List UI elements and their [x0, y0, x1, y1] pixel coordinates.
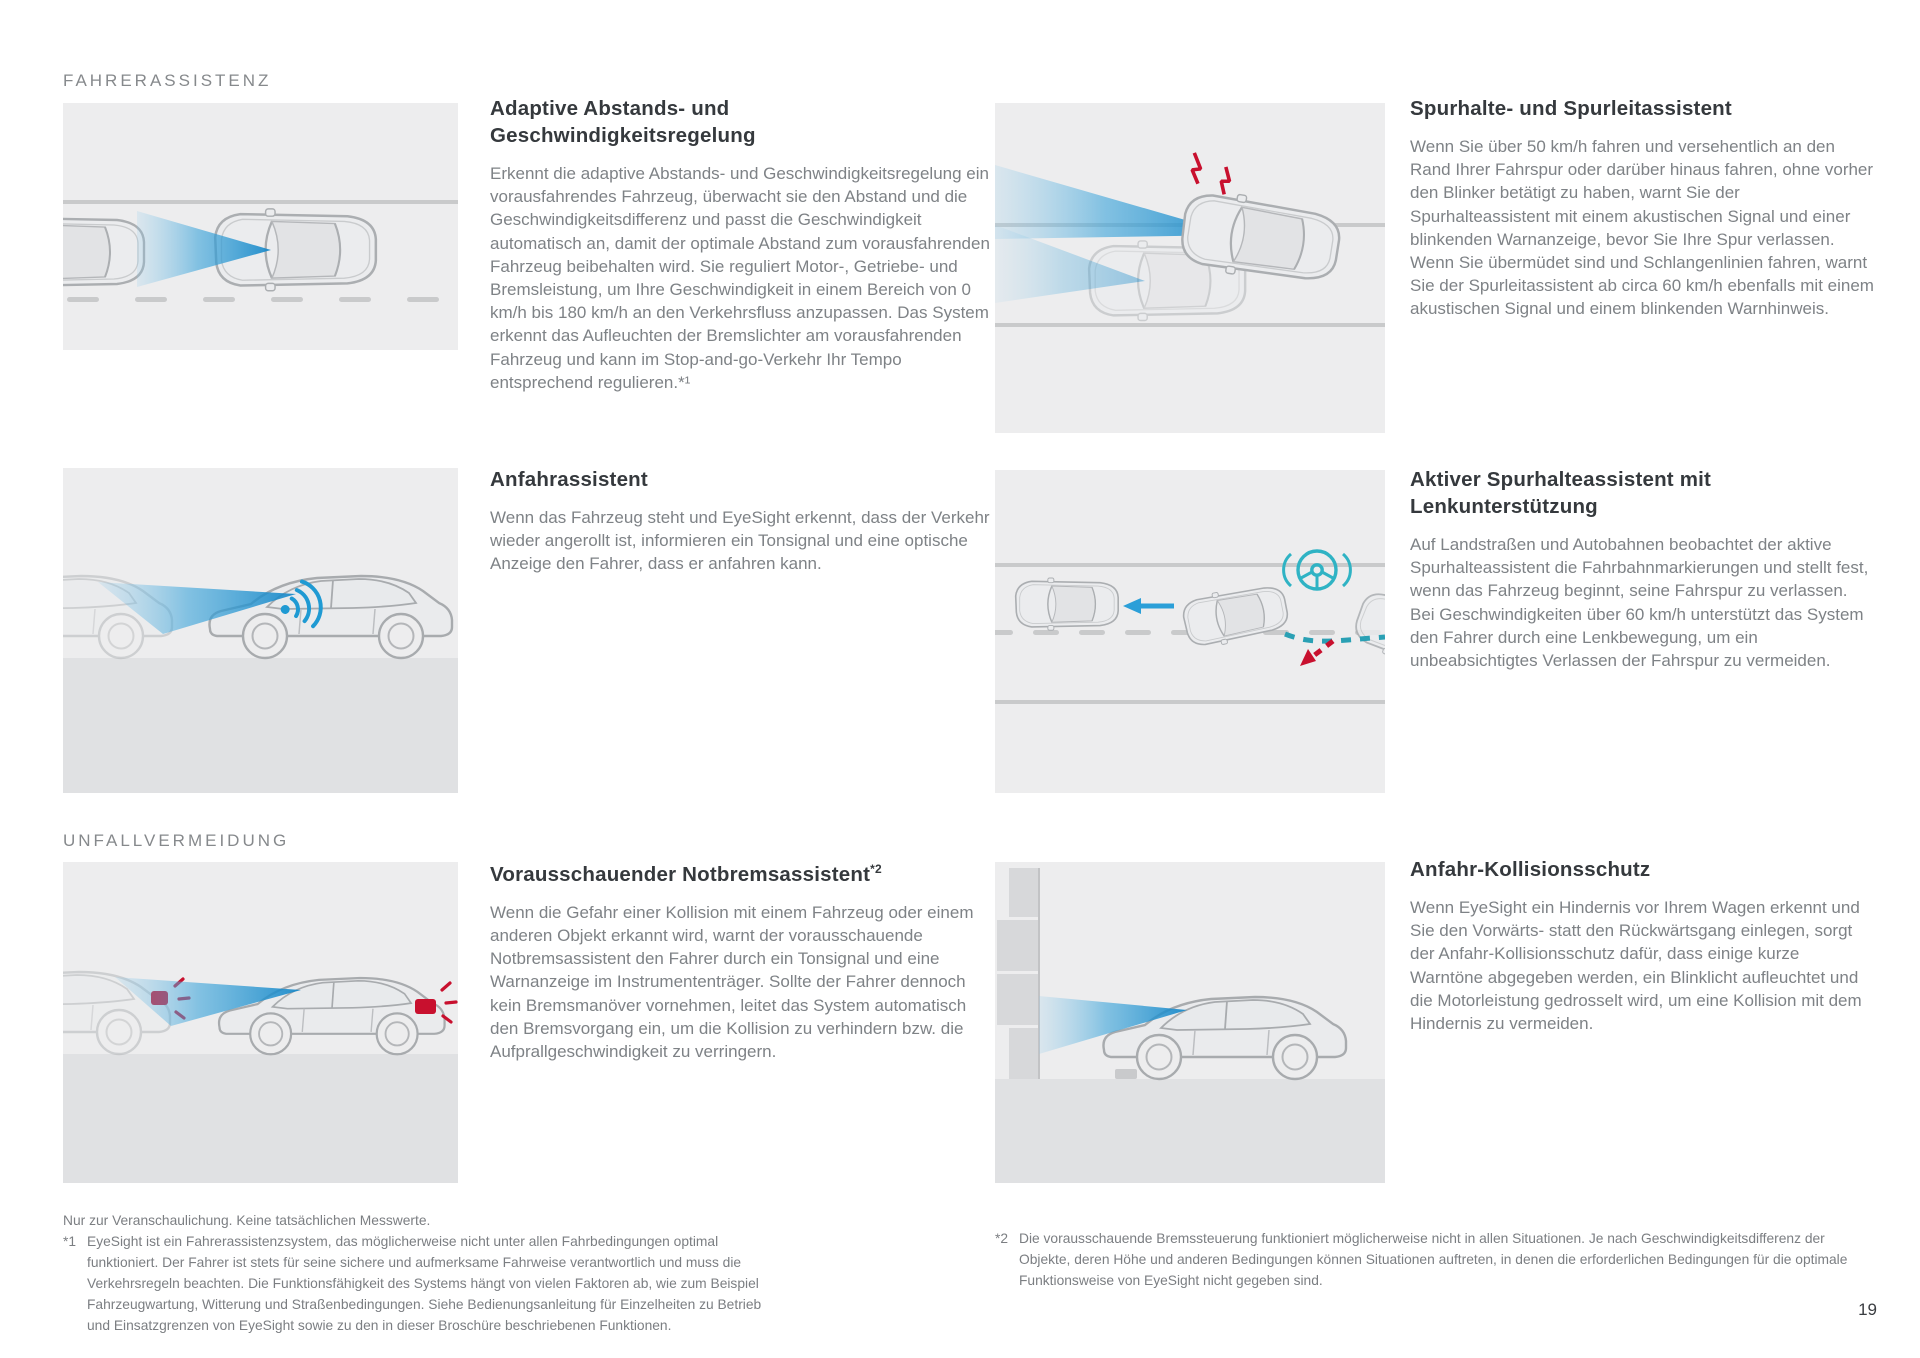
- footnote-disclaimer: Nur zur Veranschaulichung. Keine tatsäch…: [63, 1213, 431, 1228]
- card-active-lane-title: Aktiver Spurhalteassistent mit Lenkunter…: [1410, 468, 1712, 518]
- active-lane-keep-illustration: [995, 470, 1385, 793]
- brake-warning-icon-rear: [440, 981, 458, 1024]
- camera-beam: [137, 211, 271, 287]
- page-number: 19: [1858, 1300, 1877, 1319]
- card-aeb-title-text: Vorausschauender Notbremsassistent: [490, 862, 871, 886]
- footnote-marker-1: *1: [63, 1234, 77, 1249]
- card-acc: Adaptive Abstands- und Geschwindigkeitsr…: [490, 95, 990, 394]
- camera-beam-ghost: [995, 225, 1145, 303]
- card-start-assist-title: Anfahrassistent: [490, 468, 648, 491]
- card-acc-body: Erkennt die adaptive Abstands- und Gesch…: [490, 164, 990, 392]
- sound-waves-icon: [280, 579, 323, 629]
- lane-departure-illustration: [995, 103, 1385, 433]
- unassisted-arrowhead: [1300, 649, 1316, 666]
- start-assist-illustration: [63, 468, 458, 793]
- footnote-marker-2: *2: [995, 1231, 1009, 1246]
- footnote-left: Nur zur Veranschaulichung. Keine tatsäch…: [63, 1210, 768, 1336]
- card-lane-warn-body: Wenn Sie über 50 km/h fahren und versehe…: [1410, 137, 1874, 319]
- card-aeb-title: Vorausschauender Notbremsassistent*2: [490, 856, 990, 888]
- camera-beam: [98, 582, 296, 634]
- card-start-assist: Anfahrassistent Wenn das Fahrzeug steht …: [490, 466, 990, 576]
- footnote-2-text: Die vorausschauende Bremssteuerung funkt…: [1019, 1231, 1848, 1288]
- footnote-right: *2 Die vorausschauende Bremssteuerung fu…: [995, 1228, 1855, 1291]
- card-aeb: Vorausschauender Notbremsassistent*2 Wen…: [490, 856, 990, 1063]
- camera-beam: [995, 165, 1237, 239]
- curb-stone: [1115, 1069, 1137, 1079]
- card-collision-title: Anfahr-Kollisionsschutz: [1410, 858, 1651, 881]
- card-active-lane-body: Auf Landstraßen und Autobahnen beobachte…: [1410, 535, 1869, 671]
- section-label-fahrerassistenz: FAHRERASSISTENZ: [63, 71, 272, 90]
- card-active-lane: Aktiver Spurhalteassistent mit Lenkunter…: [1410, 466, 1875, 672]
- brake-light-rear: [415, 999, 436, 1014]
- steering-wheel-icon: [1282, 549, 1352, 591]
- assisted-path: [1284, 631, 1385, 644]
- card-start-assist-body: Wenn das Fahrzeug steht und EyeSight erk…: [490, 508, 990, 574]
- collision-protection-illustration: [995, 862, 1385, 1183]
- card-aeb-body: Wenn die Gefahr einer Kollision mit eine…: [490, 902, 974, 1062]
- card-collision: Anfahr-Kollisionsschutz Wenn EyeSight ei…: [1410, 856, 1875, 1035]
- lane-dashes: [67, 297, 439, 302]
- camera-beam: [115, 977, 301, 1026]
- card-aeb-title-sup: *2: [870, 862, 882, 876]
- card-acc-title: Adaptive Abstands- und Geschwindigkeitsr…: [490, 97, 756, 147]
- acc-illustration: [63, 103, 458, 350]
- section-label-unfallvermeidung: UNFALLVERMEIDUNG: [63, 831, 290, 850]
- warning-sparks-icon: [1190, 152, 1232, 195]
- card-collision-body: Wenn EyeSight ein Hindernis vor Ihrem Wa…: [1410, 898, 1862, 1034]
- emergency-brake-illustration: [63, 862, 458, 1183]
- card-lane-warn: Spurhalte- und Spurleitassistent Wenn Si…: [1410, 95, 1875, 321]
- footnote-1-text: EyeSight ist ein Fahrerassistenzsystem, …: [87, 1234, 762, 1333]
- camera-beam: [1039, 996, 1187, 1054]
- unassisted-path: [1310, 639, 1335, 659]
- card-lane-warn-title: Spurhalte- und Spurleitassistent: [1410, 97, 1732, 120]
- corrected-car-top: [1014, 577, 1119, 632]
- wall: [997, 868, 1040, 1079]
- correction-arrowhead: [1123, 598, 1141, 614]
- lead-car-top: [63, 211, 146, 293]
